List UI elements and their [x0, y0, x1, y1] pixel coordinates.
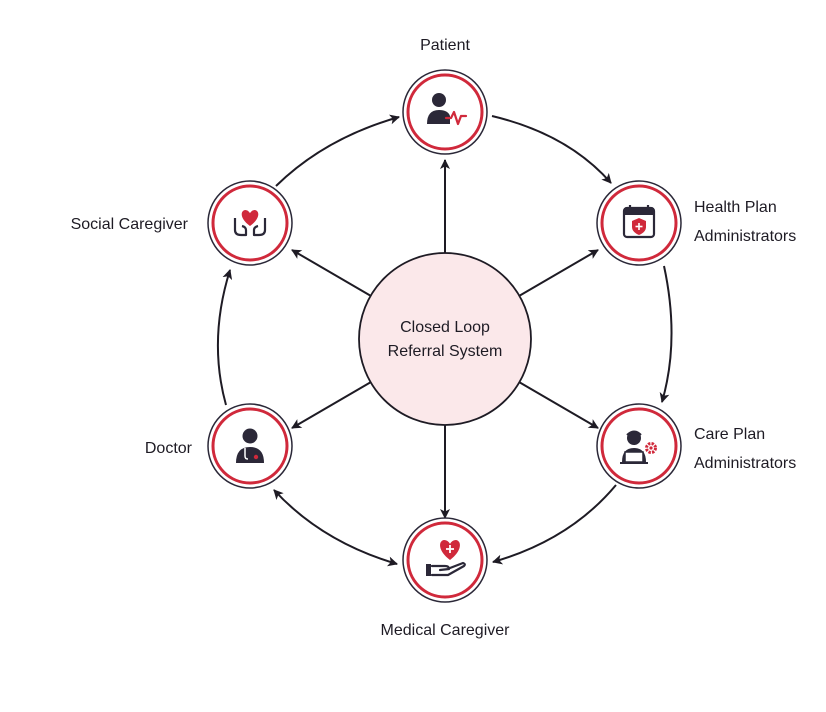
- node-social-caregiver: Social Caregiver: [71, 180, 293, 266]
- arrow-social-to-patient: [275, 114, 400, 187]
- node-medical-caregiver: Medical Caregiver: [381, 517, 511, 639]
- care-plan-label-line2: Administrators: [694, 455, 796, 472]
- arrow-care-plan-to-medical: [492, 484, 617, 565]
- arrow-health-plan-to-care-plan: [659, 265, 673, 403]
- calendar-shield-icon: [622, 205, 656, 239]
- center-title-line1: Closed Loop: [400, 319, 490, 336]
- node-patient: Patient: [402, 37, 488, 155]
- node-care-plan: Care Plan Administrators: [596, 403, 796, 489]
- doctor-stethoscope-icon: [236, 428, 264, 463]
- center-title-line2: Referral System: [388, 343, 503, 360]
- medical-caregiver-label: Medical Caregiver: [381, 622, 511, 639]
- spoke-connectors: [291, 159, 599, 519]
- care-plan-label-line1: Care Plan: [694, 426, 765, 443]
- spoke-to-social: [291, 249, 372, 297]
- arrow-doctor-to-social: [216, 269, 233, 406]
- arrow-medical-doctor-bidirectional: [273, 489, 398, 567]
- center-node: Closed Loop Referral System: [358, 252, 532, 426]
- health-plan-label-line1: Health Plan: [694, 199, 777, 216]
- spoke-to-health-plan: [518, 249, 599, 297]
- hand-heart-cross-icon: [426, 540, 466, 577]
- spoke-to-care-plan: [518, 381, 599, 429]
- health-plan-label-line2: Administrators: [694, 228, 796, 245]
- hands-heart-icon: [233, 210, 267, 237]
- outer-connectors: [216, 114, 673, 567]
- patient-label: Patient: [420, 37, 470, 54]
- node-doctor: Doctor: [145, 403, 293, 489]
- spoke-to-doctor: [291, 381, 372, 429]
- social-caregiver-label: Social Caregiver: [71, 216, 189, 233]
- node-health-plan: Health Plan Administrators: [596, 180, 796, 266]
- arrow-patient-to-health-plan: [491, 115, 612, 184]
- person-laptop-gear-icon: [620, 430, 657, 464]
- patient-heartbeat-icon: [427, 93, 468, 126]
- doctor-label: Doctor: [145, 440, 193, 457]
